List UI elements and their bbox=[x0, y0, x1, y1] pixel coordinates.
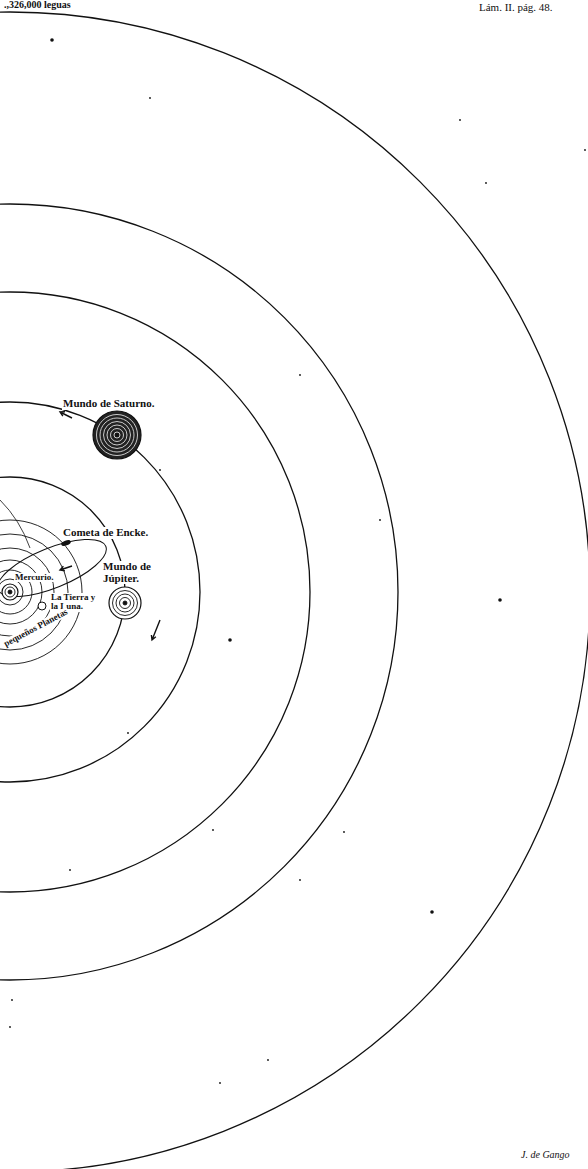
jupiter-world-ring bbox=[113, 591, 138, 616]
saturn-world bbox=[93, 411, 141, 459]
earth bbox=[38, 602, 46, 610]
orbit-line bbox=[0, 12, 588, 1169]
saturn-world-ring bbox=[100, 418, 134, 452]
orbit-line bbox=[0, 560, 42, 624]
star bbox=[459, 119, 461, 121]
saturn-world-ring bbox=[114, 432, 120, 438]
direction-arrow bbox=[151, 620, 160, 640]
star bbox=[379, 519, 381, 521]
stars bbox=[9, 38, 586, 1084]
planet-label: Mundo de Júpiter. bbox=[102, 561, 164, 584]
asteroid-belt-label: pequeños Planetas bbox=[2, 607, 71, 649]
star bbox=[485, 182, 487, 184]
orbit-line bbox=[0, 520, 82, 664]
mercury-world bbox=[2, 584, 18, 600]
direction-arrow bbox=[60, 412, 72, 418]
orbit-line bbox=[0, 477, 125, 707]
plate-reference: Lám. II. pág. 48. bbox=[478, 2, 554, 14]
mercury-world-ring bbox=[8, 590, 12, 594]
star bbox=[127, 732, 129, 734]
orbit-line bbox=[0, 579, 23, 605]
jupiter-world-core bbox=[123, 601, 127, 605]
saturn-world-ring bbox=[111, 429, 124, 442]
jupiter-world-ring bbox=[123, 601, 127, 605]
star bbox=[50, 38, 54, 42]
orbit-line bbox=[0, 292, 310, 892]
star bbox=[498, 598, 502, 602]
star bbox=[219, 1082, 221, 1084]
star bbox=[299, 374, 301, 376]
orbit-line bbox=[3, 585, 17, 599]
mercury-world-ring bbox=[5, 587, 15, 597]
planet-label: Mercurio. bbox=[14, 573, 55, 582]
orbits bbox=[0, 12, 588, 1169]
orbit-line bbox=[0, 204, 398, 980]
star bbox=[212, 829, 214, 831]
jupiter-world-disc bbox=[109, 587, 141, 619]
star bbox=[299, 879, 301, 881]
mercury-world-core bbox=[8, 590, 12, 594]
star bbox=[343, 831, 345, 833]
jupiter-world-ring bbox=[116, 594, 134, 612]
planet-label: Mundo de Saturno. bbox=[62, 398, 155, 410]
comet bbox=[60, 539, 71, 547]
direction-arrow bbox=[60, 566, 72, 571]
star bbox=[11, 999, 13, 1001]
saturn-world-ring bbox=[104, 422, 131, 449]
saturn-world-ring bbox=[107, 425, 127, 445]
star bbox=[584, 149, 586, 151]
mercury-world-disc bbox=[2, 584, 18, 600]
jupiter-world-ring bbox=[120, 598, 131, 609]
comet-label: Cometa de Encke. bbox=[62, 527, 149, 539]
saturn-world-core bbox=[115, 433, 119, 437]
star bbox=[9, 1026, 11, 1028]
scale-note: .,326,000 leguas bbox=[3, 0, 72, 11]
star bbox=[69, 869, 71, 871]
star bbox=[149, 97, 151, 99]
star bbox=[267, 1059, 269, 1061]
planet-label: La Tierra y la Luna. bbox=[50, 593, 98, 612]
engraver-signature: J. de Gango bbox=[520, 1150, 571, 1161]
jupiter-world bbox=[109, 587, 141, 619]
comet-path bbox=[0, 500, 30, 548]
saturn-world-ring bbox=[97, 415, 138, 456]
star bbox=[159, 469, 161, 471]
orbit-line bbox=[0, 402, 200, 782]
star bbox=[430, 910, 434, 914]
direction-arrows bbox=[42, 412, 160, 640]
star bbox=[228, 638, 232, 642]
saturn-world-disc bbox=[93, 411, 141, 459]
